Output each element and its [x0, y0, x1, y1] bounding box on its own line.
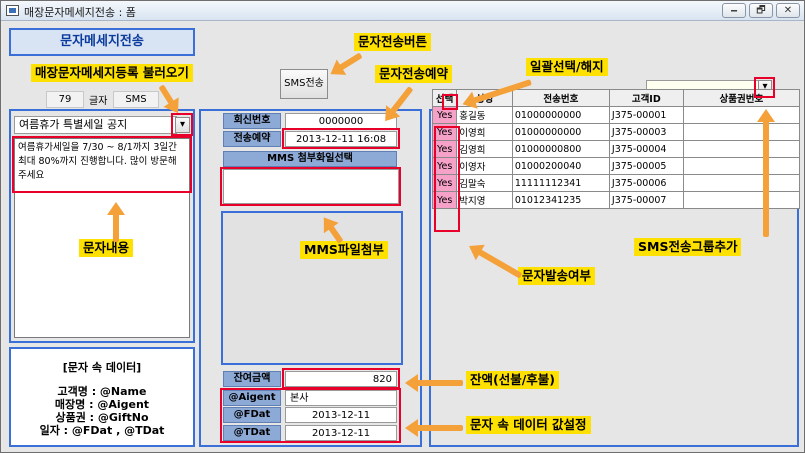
cell-name: 이영자	[456, 157, 513, 175]
data-info-gift: 상품권 : @GiftNo	[55, 411, 149, 424]
minimize-button[interactable]: 🗕	[722, 3, 746, 18]
data-info-date: 일자 : @FDat , @TDat	[39, 424, 165, 437]
annotation-data-setting: 문자 속 데이터 값설정	[466, 416, 591, 434]
aigent-label: @Aigent	[223, 390, 281, 406]
cell-customer-id: J375-00003	[608, 123, 684, 141]
cell-gift-number	[682, 191, 801, 209]
highlight-message-body	[12, 136, 192, 193]
data-info-title: [문자 속 데이터]	[62, 361, 142, 374]
restore-button[interactable]: 🗗	[749, 3, 773, 18]
col-select: 선택	[431, 89, 458, 107]
cell-name: 김영희	[456, 140, 513, 158]
char-count: 79	[46, 91, 84, 108]
annotation-sms-button: 문자전송버튼	[354, 33, 432, 51]
col-customer-id: 고객ID	[608, 89, 684, 107]
cell-customer-id: J375-00006	[608, 174, 684, 192]
message-type: SMS	[113, 91, 159, 108]
highlight-subject-dropdown	[171, 113, 193, 136]
cell-name: 이영희	[456, 123, 513, 141]
col-gift-number: 상품권번호	[682, 89, 801, 107]
annotation-mms: MMS파일첨부	[300, 241, 388, 259]
highlight-group-dropdown	[754, 77, 775, 98]
arrow-to-balance	[415, 380, 463, 386]
highlight-reserve	[282, 128, 400, 149]
balance-label: 잔여금액	[223, 371, 281, 387]
mms-attach-button[interactable]: MMS 첨부화일선택	[223, 151, 397, 167]
reserve-label: 전송예약	[223, 131, 281, 147]
fdat-label: @FDat	[223, 407, 281, 423]
fdat-input[interactable]: 2013-12-11	[285, 407, 397, 423]
sms-send-button[interactable]: SMS전송	[280, 69, 328, 99]
cell-gift-number	[682, 174, 801, 192]
page-title: 문자메세지전송	[9, 28, 195, 56]
annotation-group-add: SMS전송그룹추가	[634, 238, 742, 256]
cell-customer-id: J375-00001	[608, 106, 684, 124]
reserve-datetime-input[interactable]: 2013-12-11 16:08	[285, 131, 397, 147]
annotation-select-all: 일괄선택/해지	[526, 58, 608, 76]
window-title: 매장문자메세지전송 : 폼	[24, 6, 136, 19]
cell-customer-id: J375-00007	[608, 191, 684, 209]
cell-phone: 01012341235	[511, 191, 610, 209]
data-info-panel: [문자 속 데이터] 고객명 : @Name 매장명 : @Aigent 상품권…	[9, 347, 195, 447]
col-phone: 전송번호	[511, 89, 610, 107]
mms-preview-box	[221, 211, 403, 365]
annotation-send-flag: 문자발송여부	[518, 267, 596, 285]
arrow-to-group-dropdown	[763, 119, 769, 237]
cell-name: 김말숙	[456, 174, 513, 192]
cell-phone: 01000000800	[511, 140, 610, 158]
close-button[interactable]: ✕	[776, 3, 800, 18]
balance-value: 820	[285, 371, 397, 387]
reply-number-label: 회신번호	[223, 113, 281, 129]
message-subject-select[interactable]: 여름휴가 특별세일 공지	[14, 116, 177, 134]
data-info-aigent: 매장명 : @Aigent	[54, 398, 150, 411]
subject-dropdown-icon[interactable]: ▾	[175, 117, 190, 133]
cell-yes-flag[interactable]: Yes	[431, 191, 458, 209]
highlight-balance	[282, 368, 400, 389]
highlight-yes-column	[434, 126, 460, 232]
aigent-input[interactable]: 본사	[285, 390, 397, 406]
annotation-content: 문자내용	[79, 239, 134, 257]
cell-gift-number	[682, 123, 801, 141]
form-icon	[6, 5, 19, 16]
highlight-select-all	[442, 94, 458, 110]
cell-phone: 01000000000	[511, 106, 610, 124]
cell-yes-flag[interactable]: Yes	[431, 157, 458, 175]
annotation-balance: 잔액(선불/후불)	[466, 371, 559, 389]
cell-yes-flag[interactable]: Yes	[431, 106, 458, 124]
data-info-name: 고객명 : @Name	[57, 385, 147, 398]
tdat-label: @TDat	[223, 425, 281, 441]
char-unit-label: 글자	[89, 96, 108, 107]
cell-phone: 01000200040	[511, 157, 610, 175]
cell-customer-id: J375-00005	[608, 157, 684, 175]
title-bar: 매장문자메세지전송 : 폼 🗕 🗗 ✕	[1, 1, 804, 21]
tdat-input[interactable]: 2013-12-11	[285, 425, 397, 441]
message-body-textarea[interactable]: 여름휴가세일을 7/30 ~ 8/1까지 3일간 최대 80%까지 진행합니다.…	[14, 138, 190, 338]
mms-file-field[interactable]	[223, 169, 399, 204]
highlight-data-settings	[220, 388, 401, 443]
annotation-load-message: 매장문자메세지등록 불러오기	[31, 64, 193, 82]
arrow-to-message-body	[113, 212, 119, 242]
cell-phone: 01000000000	[511, 123, 610, 141]
arrow-to-data-settings	[415, 425, 463, 431]
highlight-mms	[220, 167, 401, 206]
recipients-table: 선택 성명 전송번호 고객ID 상품권번호 Yes홍길동01000000000J…	[431, 89, 801, 209]
cell-customer-id: J375-00004	[608, 140, 684, 158]
cell-yes-flag[interactable]: Yes	[431, 174, 458, 192]
cell-name: 박지영	[456, 191, 513, 209]
cell-gift-number	[682, 106, 801, 124]
cell-phone: 11111112341	[511, 174, 610, 192]
cell-gift-number	[682, 157, 801, 175]
annotation-reserve: 문자전송예약	[375, 65, 453, 83]
cell-gift-number	[682, 140, 801, 158]
